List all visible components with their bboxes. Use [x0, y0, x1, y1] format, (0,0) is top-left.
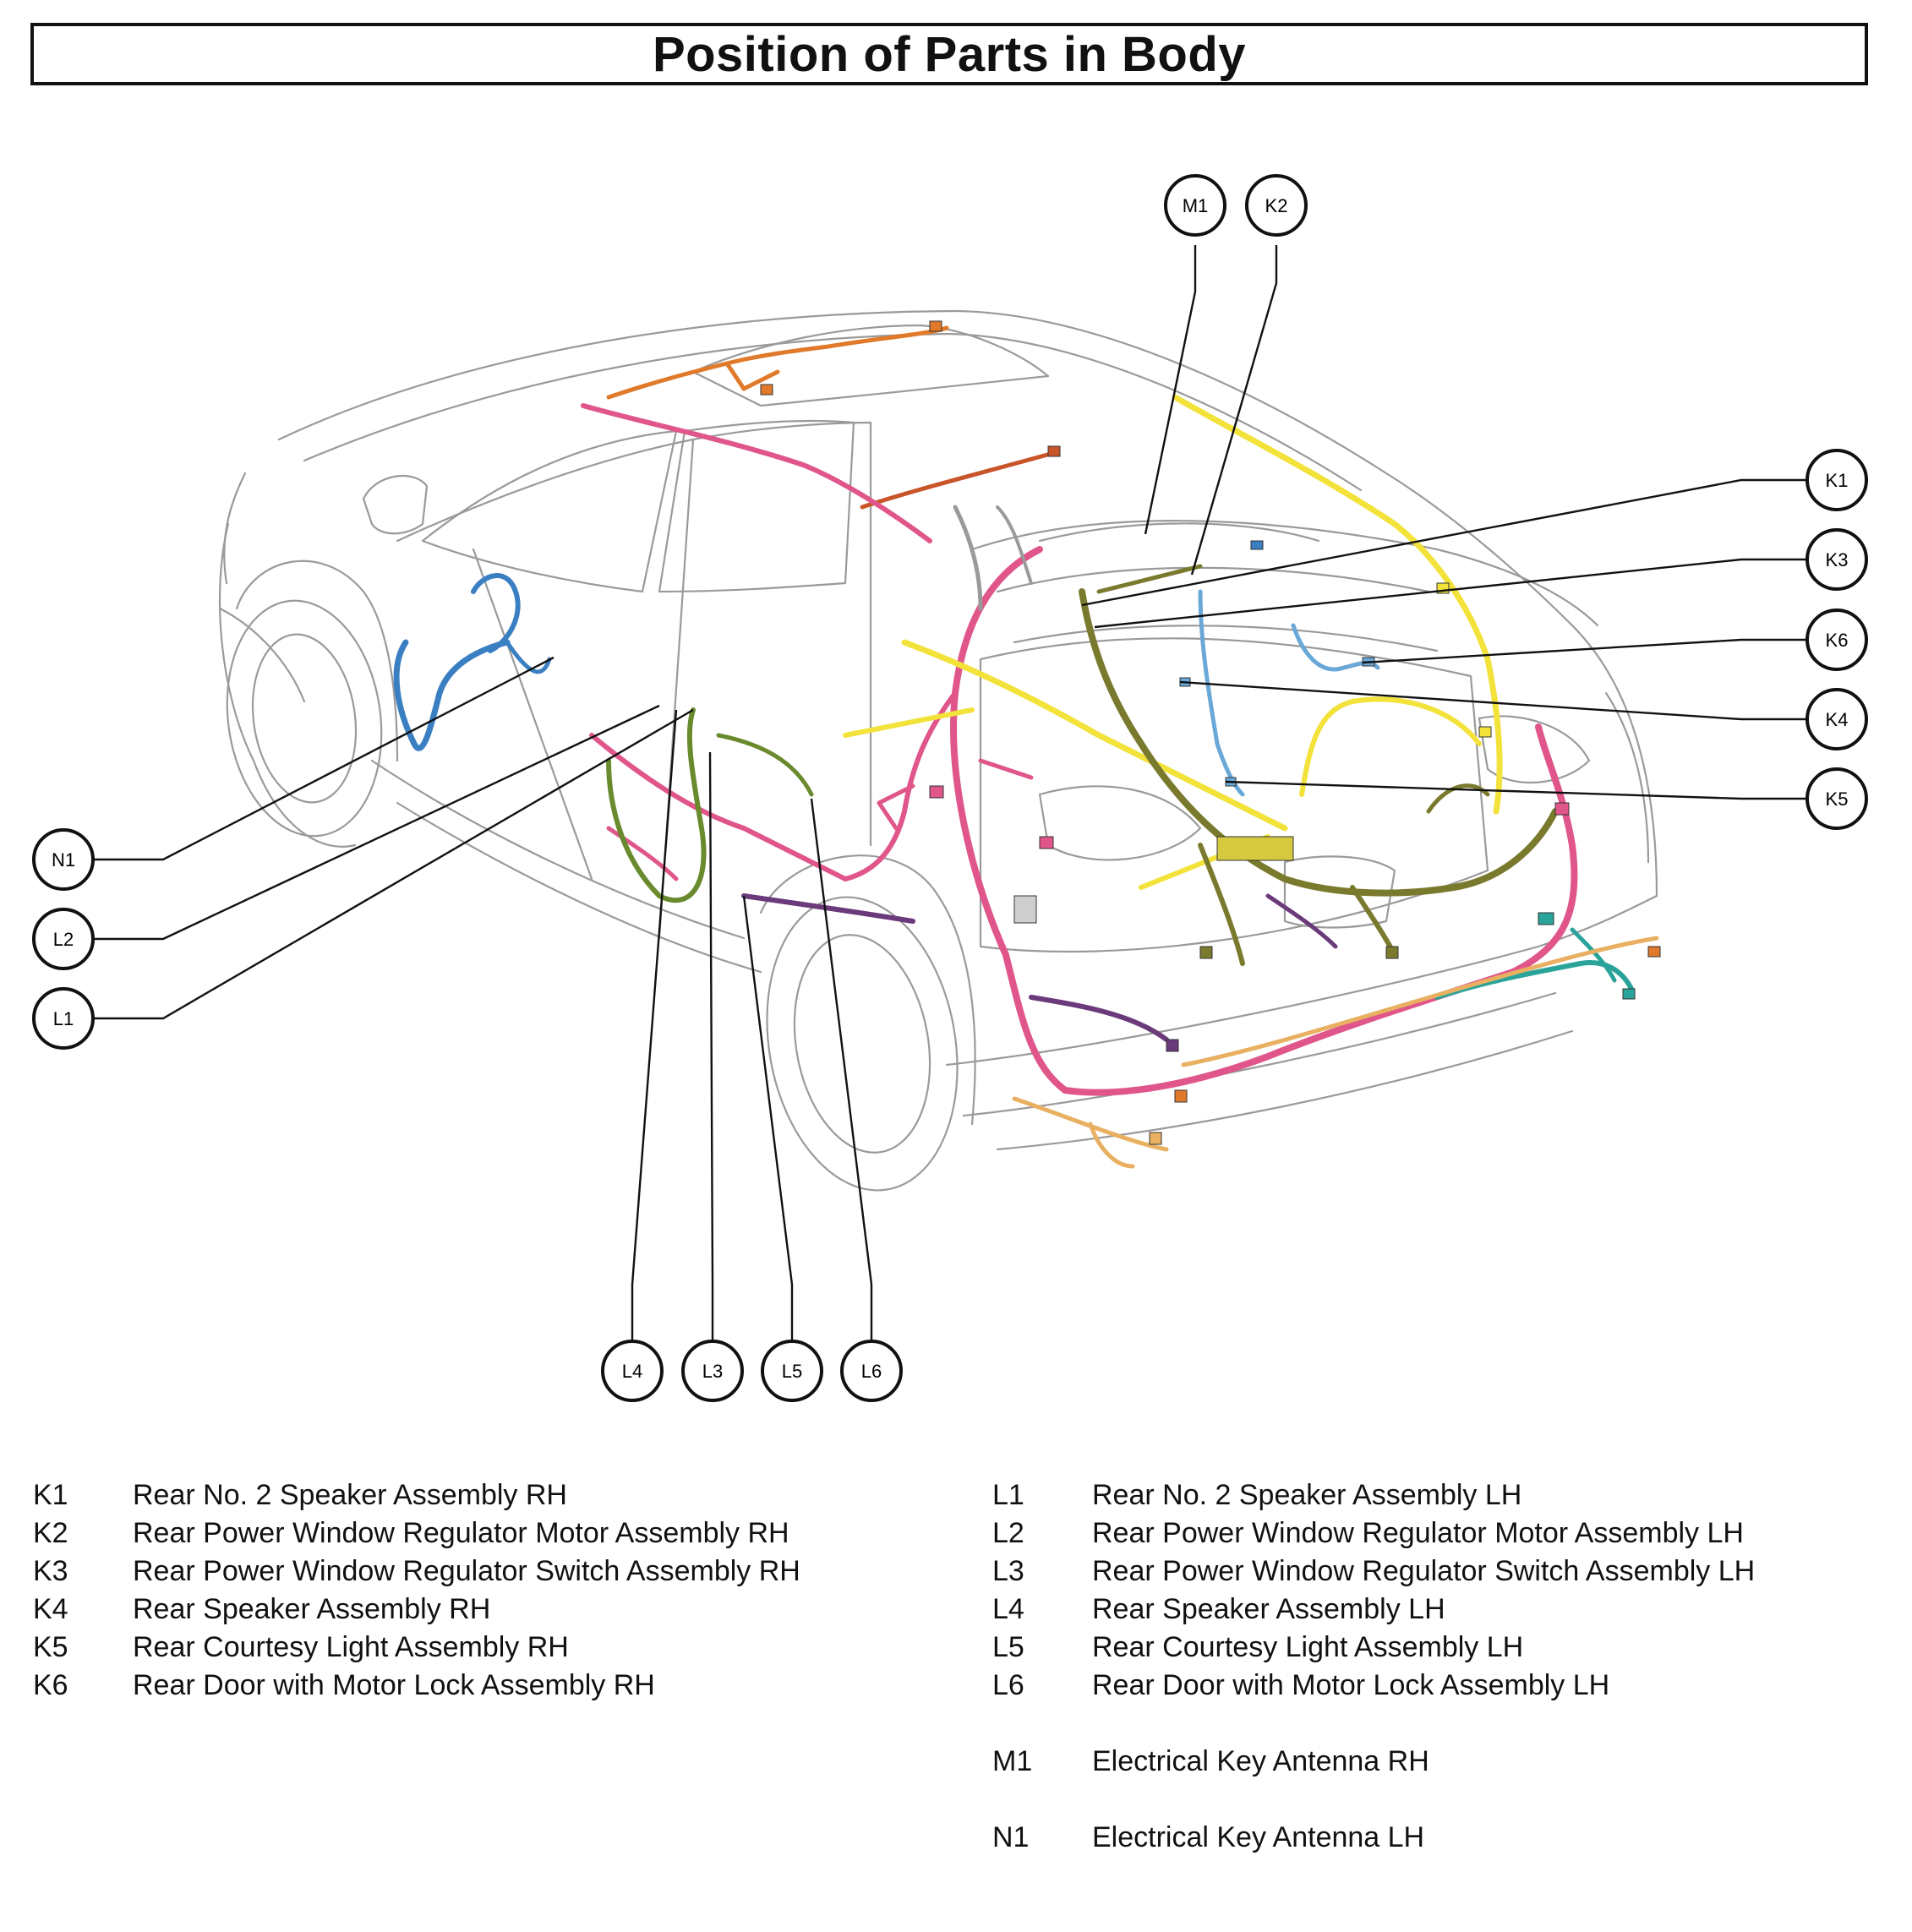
callout-l2: L2: [32, 908, 95, 970]
legend-label: Rear Power Window Regulator Motor Assemb…: [133, 1517, 789, 1549]
legend-code: L6: [992, 1669, 1024, 1701]
page-title-box: Position of Parts in Body: [30, 23, 1868, 85]
yellow-harness: [1172, 394, 1503, 815]
blue-harness-front-door: [393, 639, 511, 751]
legend-label: Rear Speaker Assembly LH: [1092, 1593, 1445, 1625]
legend-code: K3: [33, 1555, 68, 1587]
callout-label: L2: [53, 929, 74, 950]
legend-label: Rear No. 2 Speaker Assembly RH: [133, 1479, 567, 1511]
callout-label: N1: [52, 849, 75, 870]
callout-label: M1: [1183, 195, 1209, 216]
legend-code: L5: [992, 1631, 1024, 1663]
callout-k5: K5: [1805, 767, 1868, 830]
callout-k2: K2: [1245, 174, 1308, 237]
legend-label: Rear Power Window Regulator Switch Assem…: [133, 1555, 800, 1587]
legend-code: K6: [33, 1669, 68, 1701]
callout-label: K1: [1826, 470, 1849, 491]
page-title: Position of Parts in Body: [652, 26, 1247, 82]
legend-code: L2: [992, 1517, 1024, 1549]
callout-label: L5: [782, 1361, 802, 1382]
purple-harness: [741, 893, 915, 924]
callout-m1: M1: [1164, 174, 1226, 237]
callout-label: L1: [53, 1008, 74, 1029]
olive-harness: [1079, 588, 1559, 897]
legend-label: Electrical Key Antenna LH: [1092, 1821, 1425, 1853]
legend-code: N1: [992, 1821, 1030, 1853]
legend-code: K5: [33, 1631, 68, 1663]
callout-l6: L6: [840, 1340, 903, 1402]
callout-n1: N1: [32, 828, 95, 891]
car-body-outline: [218, 309, 1658, 1192]
legend-code: L3: [992, 1555, 1024, 1587]
roof-harness: [606, 325, 949, 400]
harness-wires: [393, 325, 1659, 1169]
callout-k6: K6: [1805, 609, 1868, 671]
legend-label: Rear Power Window Regulator Switch Assem…: [1092, 1555, 1756, 1587]
callout-label: L3: [702, 1361, 723, 1382]
lightblue-harness: [1198, 589, 1245, 797]
legend-label: Rear Courtesy Light Assembly LH: [1092, 1631, 1524, 1663]
legend-label: Rear Courtesy Light Assembly RH: [133, 1631, 569, 1663]
legend-code: M1: [992, 1745, 1033, 1777]
legend-label: Rear Door with Motor Lock Assembly LH: [1092, 1669, 1610, 1701]
callout-l1: L1: [32, 987, 95, 1050]
callout-label: K2: [1265, 195, 1288, 216]
callout-label: K6: [1826, 630, 1849, 651]
callout-k4: K4: [1805, 688, 1868, 750]
legend-label: Rear Speaker Assembly RH: [133, 1593, 491, 1625]
callout-k1: K1: [1805, 449, 1868, 511]
legend-label: Rear Door with Motor Lock Assembly RH: [133, 1669, 655, 1701]
callout-l3: L3: [681, 1340, 744, 1402]
legend-label: Electrical Key Antenna RH: [1092, 1745, 1429, 1777]
callout-label: L6: [861, 1361, 882, 1382]
callout-markers: M1 K2 K1 K3 K6 K4 K5 N1: [32, 174, 1868, 1402]
legend-code: K2: [33, 1517, 68, 1549]
legend-code: K1: [33, 1479, 68, 1511]
callout-label: K5: [1826, 789, 1849, 810]
callout-l4: L4: [601, 1340, 664, 1402]
legend-right: L1 Rear No. 2 Speaker Assembly LH L2 Rea…: [992, 1479, 1905, 1868]
wiring-diagram: M1 K2 K1 K3 K6 K4 K5 N1: [32, 174, 1868, 1402]
pink-harness-main: [950, 546, 1578, 1096]
pink-harness-roof: [581, 403, 932, 543]
callout-l5: L5: [761, 1340, 823, 1402]
callout-k3: K3: [1805, 528, 1868, 591]
callout-label: K3: [1826, 549, 1849, 570]
legend-code: K4: [33, 1593, 68, 1625]
leader-lines: [68, 245, 1807, 1344]
callout-label: L4: [622, 1361, 642, 1382]
legend-code: L1: [992, 1479, 1024, 1511]
legend-code: L4: [992, 1593, 1024, 1625]
legend-left: K1 Rear No. 2 Speaker Assembly RH K2 Rea…: [33, 1479, 946, 1733]
callout-label: K4: [1826, 709, 1849, 730]
legend-label: Rear Power Window Regulator Motor Assemb…: [1092, 1517, 1744, 1549]
connector-blocks: [760, 320, 1661, 1145]
legend-label: Rear No. 2 Speaker Assembly LH: [1092, 1479, 1522, 1511]
